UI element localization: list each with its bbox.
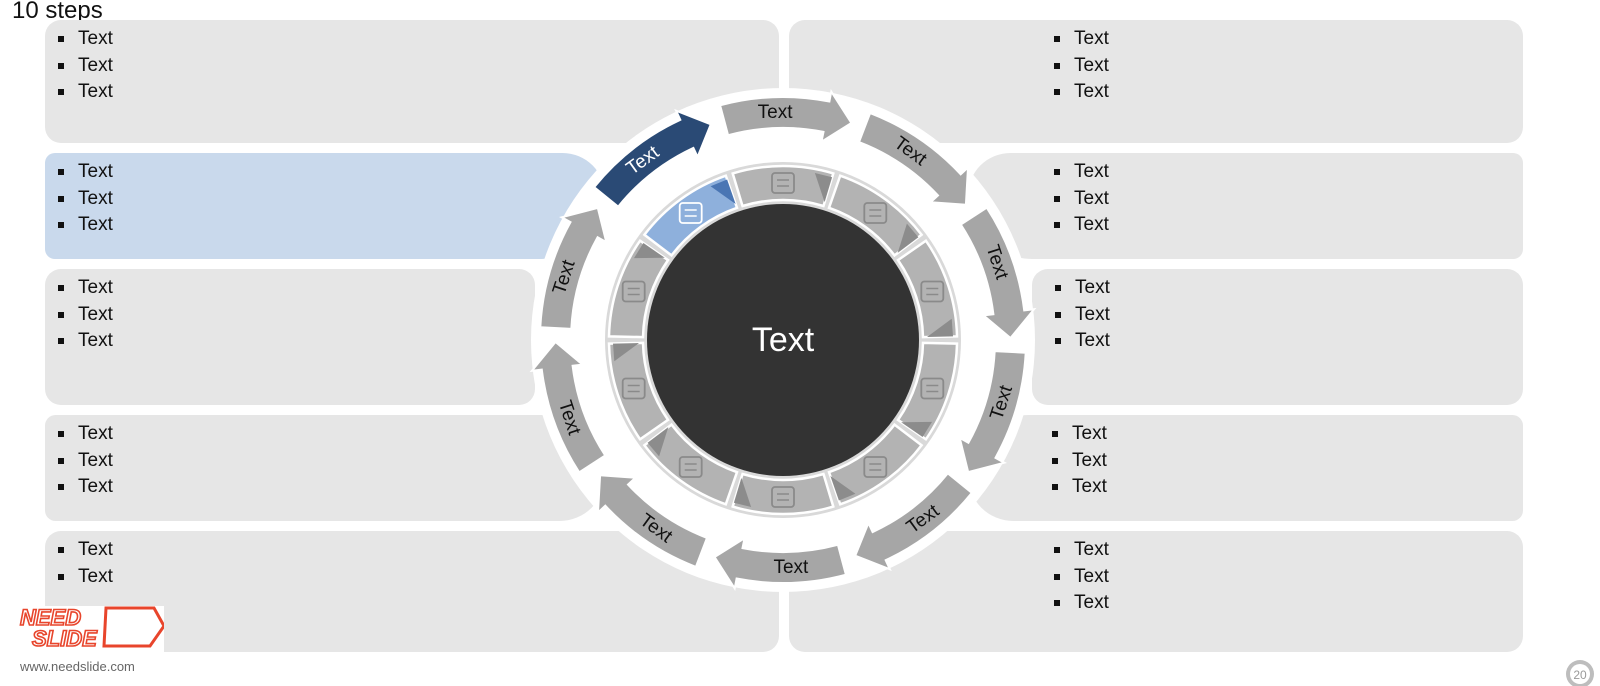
step-arrow-7[interactable] (596, 474, 709, 569)
center-hub (647, 204, 919, 476)
needslide-logo: NEED SLIDE (14, 606, 164, 658)
step-arrow-9[interactable] (539, 206, 608, 330)
center-label: Text (752, 321, 815, 359)
right-panel-3-bullet: Text (1053, 275, 1110, 302)
page-number: 20 (1573, 668, 1587, 682)
step-arrow-8[interactable] (529, 340, 607, 474)
right-panel-4-bullet: Text (1050, 421, 1107, 448)
gears-icon (621, 280, 646, 303)
logo-line-2: SLIDE (32, 626, 98, 651)
left-panel-5-bullet: Text (56, 537, 113, 564)
right-panel-1-bullet: Text (1052, 26, 1109, 53)
currency-exchange-icon (771, 486, 795, 508)
left-panel-1-bullet: Text (56, 26, 113, 53)
calculator-finance-icon (863, 202, 888, 224)
right-panel-1-bullet: Text (1052, 53, 1109, 80)
step-segment-shade-5 (830, 476, 856, 501)
left-panel-3-bullet: Text (56, 328, 113, 355)
left-panel-2-bullet: Text (56, 159, 113, 186)
settings-screen-icon (678, 202, 703, 224)
page-number-badge: 20 (1566, 660, 1594, 686)
left-panel-4 (45, 415, 605, 521)
left-panel-4-bullet: Text (56, 421, 113, 448)
step-segment-shade-1 (814, 173, 833, 203)
step-arrow-1[interactable] (718, 88, 853, 144)
right-panel-4-bullet: Text (1050, 474, 1107, 501)
right-panel-2-bullet: Text (1052, 186, 1109, 213)
logo-line-1: NEED (20, 606, 81, 630)
logo-url: www.needslide.com (20, 659, 135, 674)
right-panel-5-bullet: Text (1052, 537, 1109, 564)
left-panel-3 (45, 269, 535, 405)
step-arrow-10[interactable] (592, 108, 713, 209)
right-panel-3-bullet: Text (1053, 328, 1110, 355)
pos-terminal-icon (678, 456, 703, 478)
right-panel-3-bullet: Text (1053, 302, 1110, 329)
step-segment-shade-7 (647, 427, 669, 457)
pie-chart-icon (920, 377, 945, 400)
left-panel-5-bullet: Text (56, 564, 113, 591)
right-panel-5-bullet: Text (1052, 564, 1109, 591)
left-panel-1-bullet: Text (56, 53, 113, 80)
step-arrow-6[interactable] (713, 536, 848, 592)
left-panel-2-active[interactable] (45, 153, 605, 259)
step-segment-shade-9 (634, 243, 665, 259)
left-panel-3-bullet: Text (56, 275, 113, 302)
right-panel-4 (968, 415, 1523, 521)
step-arrow-label-6: Text (773, 557, 809, 578)
left-panel-1-bullet: Text (56, 79, 113, 106)
step-segment-shade-8 (613, 343, 639, 362)
left-panel-4-bullet: Text (56, 448, 113, 475)
step-segment-shade-3 (927, 318, 953, 337)
step-arrow-5[interactable] (853, 471, 974, 572)
right-panel-1-bullet: Text (1052, 79, 1109, 106)
document-icon (863, 456, 888, 478)
right-panel-4-bullet: Text (1050, 448, 1107, 475)
right-panel-2-bullet: Text (1052, 212, 1109, 239)
step-arrow-label-1: Text (758, 102, 794, 123)
step-arrow-4[interactable] (958, 350, 1027, 474)
step-segment-shade-6 (733, 477, 752, 507)
step-segment-shade-4 (901, 421, 932, 437)
right-panel-5-bullet: Text (1052, 590, 1109, 617)
bar-chart-icon (920, 280, 945, 303)
step-segment-shade-10 (710, 179, 736, 204)
left-panel-2-bullet: Text (56, 186, 113, 213)
left-panel-2-bullet: Text (56, 212, 113, 239)
step-arrow-3[interactable] (959, 206, 1037, 340)
left-panel-4-bullet: Text (56, 474, 113, 501)
contract-icon (621, 377, 646, 400)
step-arrow-2[interactable] (857, 111, 970, 206)
right-panel-3 (1032, 269, 1523, 405)
right-panel-2-bullet: Text (1052, 159, 1109, 186)
right-panel-2 (968, 153, 1523, 259)
right-panel-1 (789, 20, 1523, 143)
briefcase-icon (771, 172, 795, 194)
step-segment-shade-2 (897, 223, 919, 253)
left-panel-3-bullet: Text (56, 302, 113, 329)
